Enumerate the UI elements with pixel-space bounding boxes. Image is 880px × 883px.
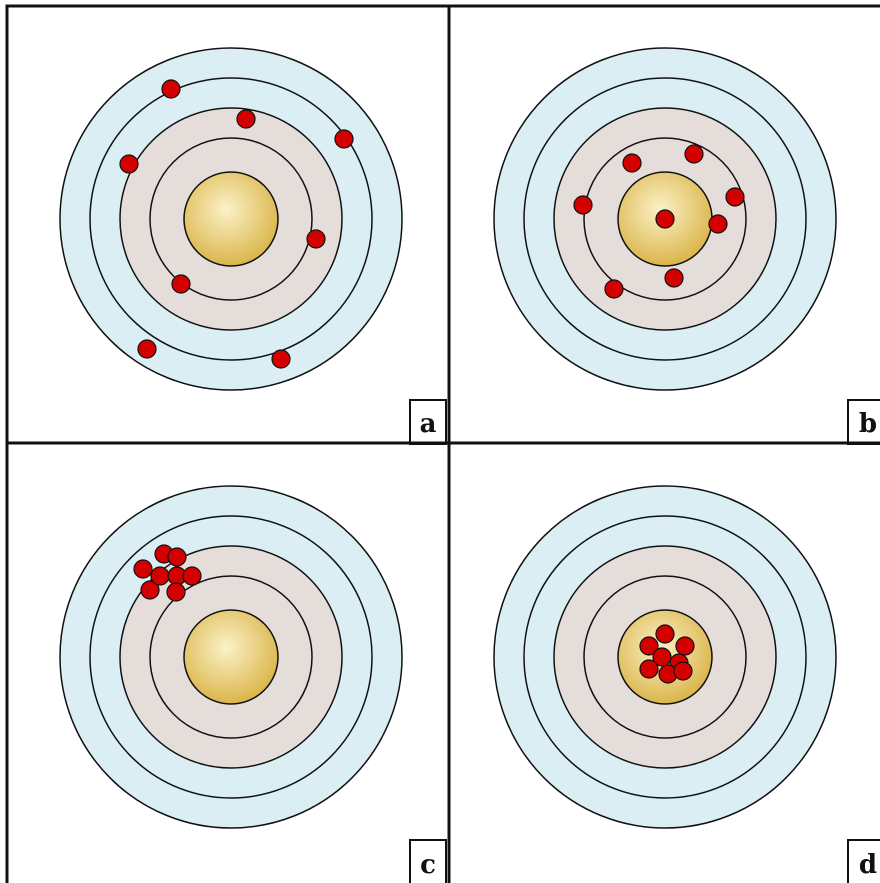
shot-marker <box>271 349 291 369</box>
panel-d: d <box>493 485 880 883</box>
shot-marker <box>119 154 139 174</box>
panel-c: c <box>59 485 447 883</box>
label-box <box>847 839 880 883</box>
shot-marker <box>725 187 745 207</box>
target-bullseye <box>183 609 279 705</box>
shot-group <box>133 544 202 602</box>
shot-marker <box>639 636 659 656</box>
shot-marker <box>334 129 354 149</box>
label-box <box>409 839 447 883</box>
shot-marker <box>166 582 186 602</box>
panel-label: b <box>859 409 877 439</box>
shot-marker <box>673 661 693 681</box>
label-box <box>409 399 447 445</box>
shot-marker <box>684 144 704 164</box>
shot-marker <box>140 580 160 600</box>
shot-marker <box>639 659 659 679</box>
shot-marker <box>137 339 157 359</box>
shot-marker <box>655 624 675 644</box>
shot-marker <box>622 153 642 173</box>
shot-marker <box>236 109 256 129</box>
shot-marker <box>161 79 181 99</box>
panel-label: c <box>420 850 436 880</box>
shot-marker <box>604 279 624 299</box>
shot-group <box>119 79 354 369</box>
panel-label: a <box>420 409 437 439</box>
shot-group <box>639 624 695 684</box>
target <box>59 485 403 829</box>
shot-marker <box>708 214 728 234</box>
shot-marker <box>655 209 675 229</box>
target-bullseye <box>183 171 279 267</box>
shot-marker <box>171 274 191 294</box>
shot-marker <box>664 268 684 288</box>
shot-marker <box>167 547 187 567</box>
shot-marker <box>675 636 695 656</box>
shot-group <box>573 144 745 299</box>
panel-b: b <box>493 47 880 445</box>
shot-marker <box>133 559 153 579</box>
target <box>59 47 403 391</box>
shot-marker <box>182 566 202 586</box>
panel-a: a <box>59 47 447 445</box>
shot-marker <box>150 566 170 586</box>
shot-marker <box>573 195 593 215</box>
panel-label: d <box>859 850 877 880</box>
shot-marker <box>306 229 326 249</box>
shot-marker <box>652 647 672 667</box>
figure-frame <box>5 4 880 883</box>
